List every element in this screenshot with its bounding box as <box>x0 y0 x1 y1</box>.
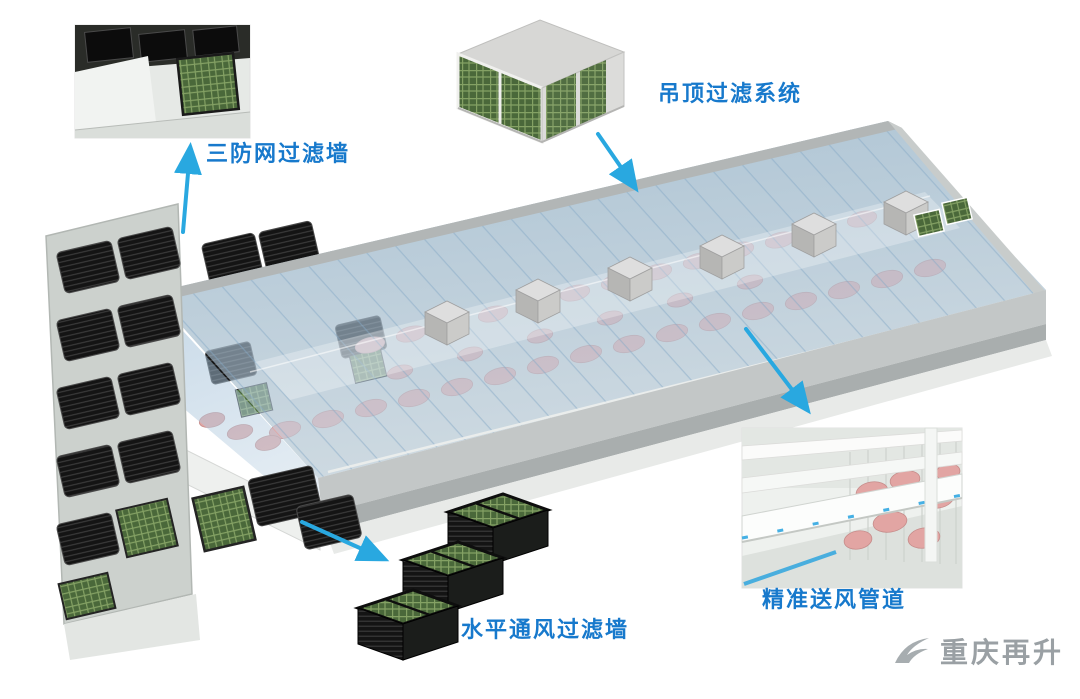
rooftop-green-panel <box>941 196 973 226</box>
filter-green-panel <box>191 485 257 553</box>
brand-watermark: 重庆再升 <box>892 631 1064 671</box>
wall-base-curtain <box>64 594 200 660</box>
roof-center-band <box>255 192 960 400</box>
lower-fan-cluster <box>191 465 362 553</box>
barn-front-wall <box>318 290 1046 514</box>
label-horizontal-vent-filter-wall: 水平通风过滤墙 <box>461 617 630 642</box>
blue-pipe <box>743 550 837 586</box>
annotation-arrows <box>174 132 811 562</box>
rooftop-green-panel <box>913 208 945 238</box>
brand-logo-icon <box>894 638 929 663</box>
annex-roof-glass <box>150 295 322 525</box>
duct-nozzles <box>741 493 963 540</box>
brand-name: 重庆再升 <box>939 637 1064 668</box>
ceiling-filter-unit <box>456 19 626 145</box>
main-barn <box>146 121 1052 554</box>
inset-air-duct-detail <box>741 427 963 589</box>
barn-back-rim <box>152 121 902 300</box>
arrow-to-air-duct <box>744 327 811 415</box>
filter-box <box>443 492 553 565</box>
label-three-proof-filter-wall: 三防网过滤墙 <box>206 141 351 166</box>
rooftop-units <box>424 190 973 346</box>
pen-post <box>924 427 938 563</box>
label-ceiling-filter-system: 吊顶过滤系统 <box>658 81 803 106</box>
barn-front-apron <box>322 324 1046 532</box>
arrow-to-filter-wall <box>174 142 202 234</box>
arrow-to-horizontal-filter <box>300 520 390 562</box>
horizontal-filter-stack <box>353 492 553 661</box>
arrow-from-ceiling-filter <box>596 132 639 193</box>
filter-box <box>353 588 463 661</box>
filter-green-panel <box>115 497 179 559</box>
filter-green-panel <box>57 571 117 621</box>
left-filter-wall-bank <box>45 203 200 660</box>
label-precise-air-duct: 精准送风管道 <box>762 587 907 612</box>
filter-green-panel <box>175 51 241 117</box>
inset-filter-wall-detail <box>74 24 251 139</box>
